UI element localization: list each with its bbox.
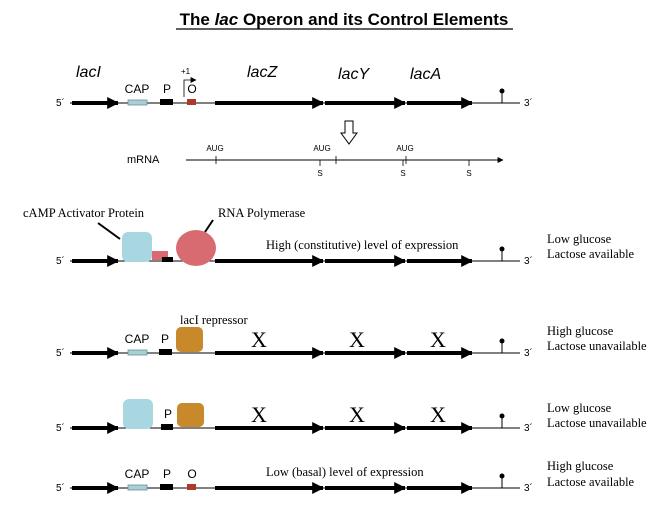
terminator-head xyxy=(499,88,505,94)
rna-polymerase xyxy=(176,230,216,266)
transcription-start-arrow xyxy=(183,77,197,97)
terminator-head-5 xyxy=(499,473,505,479)
promoter-label-3: P xyxy=(161,332,169,346)
three-prime-end-2: 3´ xyxy=(524,255,533,267)
cap-binding-site-5 xyxy=(127,484,148,491)
three-prime-end: 3´ xyxy=(524,97,533,109)
gene-label-laci: lacI xyxy=(76,64,101,81)
transcription-start-label: +1 xyxy=(181,67,191,76)
aug-label-lacy: AUG xyxy=(313,144,330,153)
rna-polymerase-pointer xyxy=(204,219,214,233)
operator-site xyxy=(187,99,196,105)
gene-label-laca: lacA xyxy=(410,66,441,83)
five-prime-end-5: 5´ xyxy=(56,482,65,494)
operator-site-5 xyxy=(187,484,196,490)
terminator-head-2 xyxy=(499,246,505,252)
condition-glucose-3: High glucose xyxy=(547,324,614,338)
mrna-row: mRNA AUG AUG AUG S S S xyxy=(127,144,504,178)
promoter-label-5: P xyxy=(163,467,171,481)
cap-site-label-3: CAP xyxy=(125,332,150,346)
cap-binding-site xyxy=(127,99,148,106)
operator-label-5: O xyxy=(187,467,196,481)
five-prime-end-2: 5´ xyxy=(56,255,65,267)
five-prime-end-3: 5´ xyxy=(56,347,65,359)
three-prime-end-5: 3´ xyxy=(524,482,533,494)
cap-site-label: CAP xyxy=(125,82,150,96)
three-prime-end-4: 3´ xyxy=(524,422,533,434)
repressed-row: lacI repressor 5´ CAP P X X X 3´ High gl… xyxy=(56,313,647,359)
camp-activator-protein-label: cAMP Activator Protein xyxy=(23,206,145,220)
promoter-site xyxy=(160,99,173,105)
blocked-lacz-mark: X xyxy=(251,327,267,352)
operator-label: O xyxy=(187,82,196,96)
condition-glucose-4: Low glucose xyxy=(547,401,612,415)
condition-lactose-4: Lactose unavailable xyxy=(547,416,647,430)
basal-expression-row: 5´ CAP P O Low (basal) level of expressi… xyxy=(56,459,635,494)
promoter-site-3 xyxy=(159,349,172,355)
promoter-site-5 xyxy=(160,484,173,490)
laci-repressor xyxy=(176,327,203,352)
blocked-lacy-mark-4: X xyxy=(349,402,365,427)
condition-lactose-2: Lactose available xyxy=(547,247,635,261)
three-prime-end-3: 3´ xyxy=(524,347,533,359)
blocked-laca-mark-4: X xyxy=(430,402,446,427)
aug-label-laca: AUG xyxy=(396,144,413,153)
promoter-site-2 xyxy=(162,257,173,262)
aug-label-lacz: AUG xyxy=(206,144,223,153)
promoter-label-4: P xyxy=(164,407,172,421)
mrna-label: mRNA xyxy=(127,154,160,166)
condition-glucose-2: Low glucose xyxy=(547,232,612,246)
promoter-label: P xyxy=(163,82,171,96)
blocked-lacy-mark: X xyxy=(349,327,365,352)
terminator-head-4 xyxy=(499,413,505,419)
five-prime-end-4: 5´ xyxy=(56,422,65,434)
basal-expression-label: Low (basal) level of expression xyxy=(266,465,424,479)
condition-glucose-5: High glucose xyxy=(547,459,614,473)
blocked-lacz-mark-4: X xyxy=(251,402,267,427)
diagram-title: The lac Operon and its Control Elements xyxy=(180,10,509,29)
cap-protein xyxy=(122,232,152,262)
condition-lactose-3: Lactose unavailable xyxy=(547,339,647,353)
cap-protein-pointer xyxy=(97,222,121,240)
stop-label-lacz: S xyxy=(317,169,322,178)
gene-label-lacz: lacZ xyxy=(247,64,278,81)
promoter-site-4 xyxy=(161,424,173,430)
gene-label-lacy: lacY xyxy=(338,66,370,83)
rna-polymerase-base xyxy=(152,251,168,260)
terminator-head-3 xyxy=(499,338,505,344)
cap-repressed-row: 5´ P X X X 3´ Low glucose Lactose unavai… xyxy=(56,399,647,434)
high-expression-label: High (constitutive) level of expression xyxy=(266,238,459,252)
blocked-laca-mark: X xyxy=(430,327,446,352)
cap-protein-4 xyxy=(123,399,153,429)
cap-site-label-5: CAP xyxy=(125,467,150,481)
rna-polymerase-label: RNA Polymerase xyxy=(218,206,306,220)
laci-repressor-label: lacI repressor xyxy=(180,313,249,327)
cap-binding-site-3 xyxy=(127,349,148,356)
five-prime-end: 5´ xyxy=(56,97,65,109)
transcription-down-arrow xyxy=(340,120,358,145)
active-expression-row: cAMP Activator Protein RNA Polymerase 5´… xyxy=(23,206,635,267)
laci-repressor-4 xyxy=(177,403,204,427)
stop-label-laca: S xyxy=(466,169,471,178)
condition-lactose-5: Lactose available xyxy=(547,475,635,489)
stop-label-lacy: S xyxy=(400,169,405,178)
gene-map-row: lacI lacZ lacY lacA 5´ CAP P +1 O 3´ xyxy=(56,64,533,109)
